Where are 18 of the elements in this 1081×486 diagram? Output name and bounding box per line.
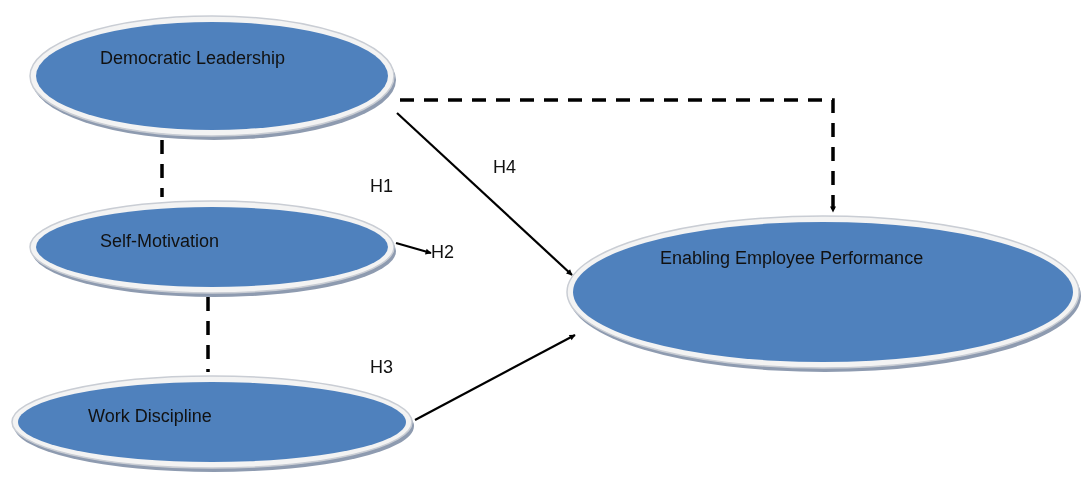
node-label: Work Discipline xyxy=(88,406,212,427)
hypothesis-label: H3 xyxy=(370,357,393,378)
arrow xyxy=(414,334,576,421)
hypothesis-label: H2 xyxy=(431,242,463,266)
ellipse-node xyxy=(10,372,414,472)
node-label: Democratic Leadership xyxy=(100,48,286,69)
node-label: Self-Motivation xyxy=(100,231,220,252)
connector-line xyxy=(206,297,210,372)
ellipse-node xyxy=(28,197,396,297)
hypothesis-label: H1 xyxy=(370,176,393,197)
ellipse-node xyxy=(28,12,396,140)
hypothesis-label: H4 xyxy=(493,157,516,178)
node-label: Enabling Employee Performance xyxy=(660,248,924,269)
arrow xyxy=(400,98,836,213)
ellipse-node xyxy=(565,212,1081,372)
arrow xyxy=(396,112,573,276)
arrow xyxy=(395,241,432,255)
connector-line xyxy=(160,140,164,197)
